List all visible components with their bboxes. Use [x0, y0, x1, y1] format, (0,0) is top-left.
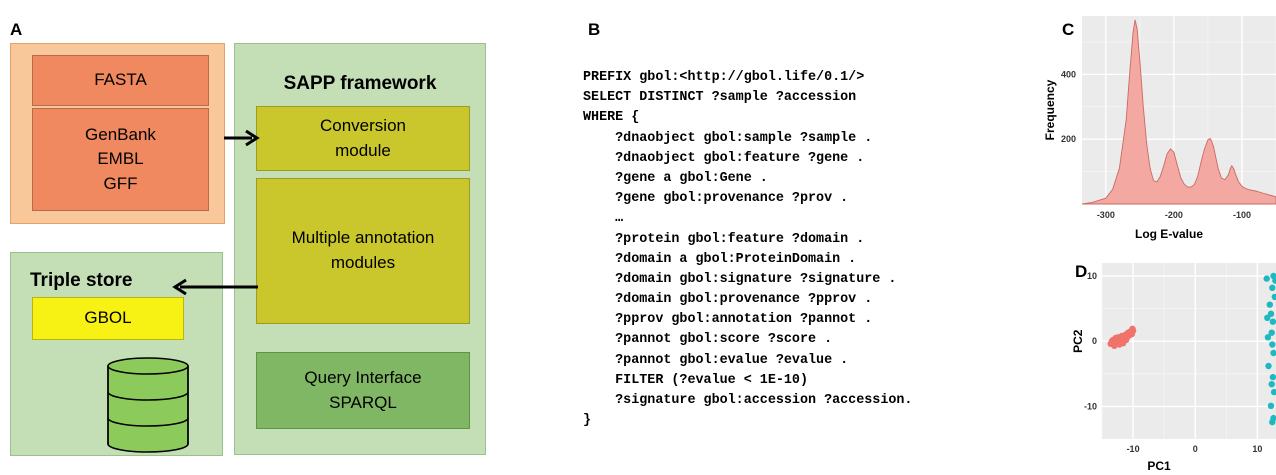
- annotation-modules-box: Multiple annotation modules: [256, 178, 470, 324]
- scatter-point: [1123, 336, 1130, 344]
- x-tick-label: -300: [1097, 210, 1115, 220]
- code-line: ?dnaobject gbol:sample ?sample .: [583, 130, 873, 146]
- code-line: ?domain a gbol:ProteinDomain .: [583, 251, 857, 267]
- sapp-framework-title: SAPP framework: [283, 73, 437, 94]
- code-line: ?domain gbol:signature ?signature .: [583, 271, 897, 287]
- y-axis-label: Frequency: [1043, 79, 1057, 140]
- scatter-point: [1264, 334, 1272, 341]
- y-tick-label: 0: [1092, 336, 1097, 346]
- scatter-point: [1271, 293, 1276, 301]
- gbol-box: GBOL: [32, 297, 184, 340]
- annotation-label-1: Multiple annotation: [291, 228, 435, 248]
- code-line: ?domain gbol:provenance ?pprov .: [583, 292, 873, 308]
- conversion-module-box: Conversion module: [256, 106, 470, 171]
- panel-label-d: D: [1075, 262, 1088, 281]
- x-tick-label: 0: [1193, 444, 1198, 454]
- x-axis-label: Log E-value: [1135, 227, 1203, 241]
- triple-store-title: Triple store: [30, 270, 133, 291]
- x-tick-label: -10: [1127, 444, 1140, 454]
- code-line: PREFIX gbol:<http://gbol.life/0.1/>: [583, 70, 865, 85]
- arrow-to-triple-store-icon: [172, 278, 258, 296]
- scatter-point: [1270, 349, 1276, 357]
- scatter-point: [1269, 341, 1276, 348]
- plot-background: [1102, 263, 1276, 439]
- code-line: FILTER (?evalue < 1E-10): [583, 372, 808, 388]
- code-line: ?gene gbol:provenance ?prov .: [583, 191, 849, 207]
- y-tick-label: 200: [1061, 134, 1076, 144]
- scatter-point: [1269, 284, 1276, 291]
- code-line: }: [583, 413, 592, 429]
- scatter-point: [1268, 329, 1275, 336]
- scatter-point: [1266, 301, 1273, 308]
- scatter-point: [1267, 402, 1275, 409]
- x-tick-label: -200: [1165, 210, 1183, 220]
- code-line: ?gene a gbol:Gene .: [583, 170, 768, 186]
- code-line: ?dnaobject gbol:feature ?gene .: [583, 150, 865, 166]
- other-formats-box: GenBank EMBL GFF: [32, 108, 209, 211]
- annotation-label-2: modules: [330, 253, 396, 272]
- code-line: ?protein gbol:feature ?domain .: [583, 231, 865, 247]
- database-icon: [107, 357, 189, 453]
- sparql-query-code: PREFIX gbol:<http://gbol.life/0.1/> SELEC…: [583, 68, 912, 431]
- arrow-to-conversion-icon: [224, 129, 260, 147]
- scatter-point: [1272, 277, 1276, 284]
- code-line: ?pannot gbol:score ?score .: [583, 332, 833, 348]
- code-line: SELECT DISTINCT ?sample ?accession: [583, 90, 857, 106]
- panel-label-a: A: [10, 20, 23, 39]
- scatter-point: [1129, 325, 1136, 332]
- code-line: ?pannot gbol:evalue ?evalue .: [583, 352, 849, 368]
- code-line: ?signature gbol:accession ?accession.: [583, 393, 913, 408]
- x-tick-label: 10: [1252, 444, 1262, 454]
- panel-label-c: C: [1062, 20, 1075, 39]
- scatter-point: [1270, 388, 1276, 396]
- y-tick-label: 400: [1061, 69, 1076, 79]
- scatter-point: [1269, 318, 1276, 325]
- conversion-label-1: Conversion: [320, 115, 406, 135]
- query-label-2: SPARQL: [329, 392, 397, 412]
- x-tick-label: -100: [1233, 210, 1251, 220]
- gff-label: GFF: [103, 173, 138, 193]
- conversion-label-2: module: [335, 140, 391, 160]
- fasta-label: FASTA: [94, 70, 147, 90]
- y-axis-label: PC2: [1071, 329, 1085, 353]
- query-interface-box: Query Interface SPARQL: [256, 352, 470, 429]
- query-label-1: Query Interface: [304, 367, 422, 387]
- scatter-point: [1265, 362, 1272, 370]
- gbol-label: GBOL: [84, 308, 132, 328]
- code-line: WHERE {: [583, 110, 640, 126]
- fasta-box: FASTA: [32, 55, 209, 106]
- code-line: …: [583, 211, 624, 227]
- scatter-point: [1263, 275, 1270, 282]
- scatter-point: [1269, 373, 1276, 381]
- genbank-label: GenBank: [85, 124, 156, 144]
- y-tick-label: -10: [1084, 401, 1097, 411]
- scatter-point: [1269, 418, 1276, 426]
- embl-label: EMBL: [97, 149, 144, 169]
- panel-label-b: B: [588, 20, 601, 39]
- x-axis-label: PC1: [1147, 459, 1171, 473]
- scatter-point: [1268, 381, 1275, 388]
- code-line: ?pprov gbol:annotation ?pannot .: [583, 312, 873, 328]
- density-area: [1081, 19, 1276, 205]
- scatter-point: [1264, 314, 1271, 321]
- y-tick-label: 10: [1087, 271, 1097, 281]
